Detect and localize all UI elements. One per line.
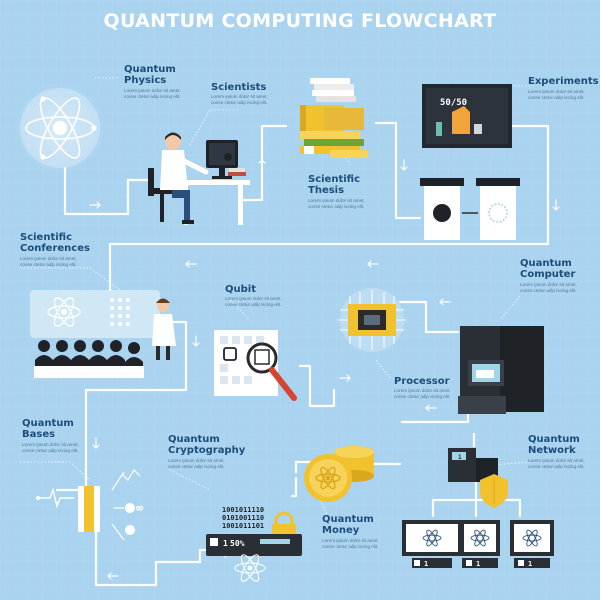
scientist-icon xyxy=(148,132,250,225)
desc-experiments: Lorem ipsum dolor sit amet,conse ctetur … xyxy=(528,89,585,100)
qubit-chip-icon xyxy=(214,330,297,401)
flow-arrows xyxy=(89,159,560,580)
desc-quantum-bases: Lorem ipsum dolor sit amet,conse ctetur … xyxy=(22,442,79,453)
desc-quantum-network: Lorem ipsum dolor sit amet,conse ctetur … xyxy=(528,458,585,469)
atom-icon xyxy=(14,82,106,174)
quantum-cryptography-icon: 1001011110 0101001110 1001011101 1 50% xyxy=(206,506,302,582)
binary-row-1: 1001011110 xyxy=(222,506,264,514)
conference-icon xyxy=(30,290,176,378)
label-experiments: Experiments xyxy=(528,76,599,87)
experiment-ratio: 50/50 xyxy=(440,98,467,108)
binary-row-3: 1001011101 xyxy=(222,522,264,530)
thesis-books-icon xyxy=(300,78,368,158)
desc-quantum-computer: Lorem ipsum dolor sit amet,conse ctetur … xyxy=(520,282,577,293)
quantum-network-icon: 1 xyxy=(448,448,508,508)
crypto-percent: 50% xyxy=(230,539,245,548)
network-terminal-1 xyxy=(402,520,462,568)
desc-quantum-cryptography: Lorem ipsum dolor sit amet,conse ctetur … xyxy=(168,458,225,469)
page-title: QUANTUM COMPUTING FLOWCHART xyxy=(103,10,497,32)
desc-processor: Lorem ipsum dolor sit amet,conse ctetur … xyxy=(394,388,451,399)
quantum-computer-icon xyxy=(458,326,544,414)
quantum-bases-icon: ∞ xyxy=(36,469,144,541)
processor-icon xyxy=(338,288,406,352)
experiment-chambers xyxy=(420,178,520,240)
binary-row-2: 0101001110 xyxy=(222,514,264,522)
desc-qubit: Lorem ipsum dolor sit amet,conse ctetur … xyxy=(225,296,282,307)
quantum-money-icon xyxy=(304,446,374,502)
svg-text:∞: ∞ xyxy=(136,501,144,515)
network-terminal-2 xyxy=(460,520,500,568)
experiment-screen: 50/50 xyxy=(422,84,512,148)
network-bit: 1 xyxy=(458,454,462,461)
desc-quantum-physics: Lorem ipsum dolor sit amet,conse ctetur … xyxy=(124,88,181,99)
leader-lines xyxy=(20,77,531,521)
label-qubit: Qubit xyxy=(225,284,256,295)
flow-connectors xyxy=(55,121,550,587)
desc-scientists: Lorem ipsum dolor sit amet,conse ctetur … xyxy=(211,94,268,105)
desc-quantum-money: Lorem ipsum dolor sit amet,conse ctetur … xyxy=(322,538,379,549)
network-terminal-3 xyxy=(510,520,554,568)
desc-scientific-thesis: Lorem ipsum dolor sit amet,conse ctetur … xyxy=(308,198,365,209)
label-processor: Processor xyxy=(394,376,450,387)
crypto-bit: 1 xyxy=(223,539,228,548)
label-scientists: Scientists xyxy=(211,82,267,93)
desc-scientific-conferences: Lorem ipsum dolor sit amet,conse ctetur … xyxy=(20,256,77,267)
